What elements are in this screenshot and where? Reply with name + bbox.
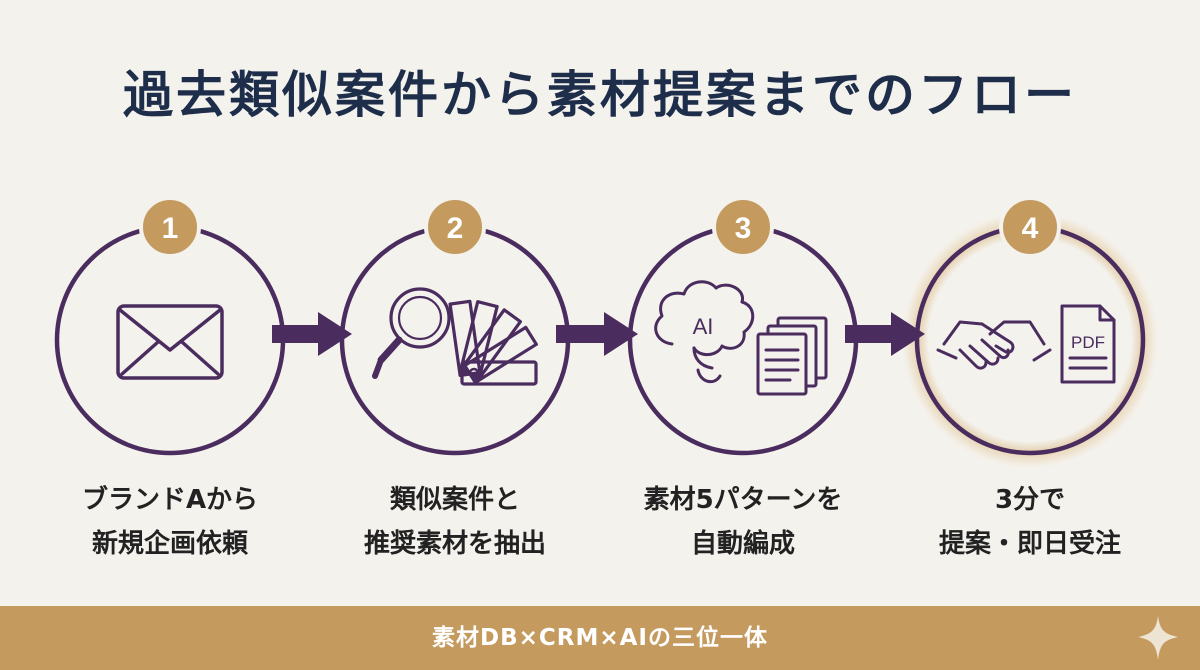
step-1-line-2: 新規企画依頼 <box>91 529 248 559</box>
step-3-line-2: 自動編成 <box>690 529 795 559</box>
arrow-2-3 <box>556 312 638 356</box>
step-badge-2: 2 <box>424 196 486 258</box>
step-badge-4: 4 <box>999 196 1061 258</box>
step-number-1: 1 <box>162 212 179 245</box>
step-4-line-1: 3分で <box>994 485 1066 515</box>
handshake-pdf-icon: PDF <box>936 304 1116 384</box>
step-number-3: 3 <box>735 212 752 245</box>
step-number-2: 2 <box>447 212 464 245</box>
ai-brain-documents-icon: AI <box>654 280 828 396</box>
step-label-2: 類似案件と 推奨素材を抽出 <box>315 478 595 566</box>
step-circle-1 <box>54 224 286 456</box>
step-badge-1: 1 <box>139 196 201 258</box>
arrow-1-2 <box>272 312 352 356</box>
step-number-4: 4 <box>1022 212 1039 245</box>
step-4-line-2: 提案・即日受注 <box>938 529 1121 559</box>
highlight-glow <box>900 210 1160 470</box>
step-label-4: 3分で 提案・即日受注 <box>890 478 1170 566</box>
footer-text: 素材DB×CRM×AIの三位一体 <box>431 625 768 651</box>
arrow-3-4 <box>845 312 925 356</box>
step-label-3: 素材5パターンを 自動編成 <box>603 478 883 566</box>
pdf-label: PDF <box>1071 333 1105 352</box>
step-2-line-1: 類似案件と <box>389 485 520 515</box>
step-1-line-1: ブランドAから <box>81 485 259 515</box>
step-badge-3: 3 <box>712 196 774 258</box>
magnifier-swatch-icon <box>372 287 538 386</box>
step-2-line-2: 推奨素材を抽出 <box>363 529 546 559</box>
footer-banner: 素材DB×CRM×AIの三位一体 <box>0 606 1200 670</box>
ai-label: AI <box>693 314 714 339</box>
sparkle-icon <box>1138 616 1178 660</box>
step-3-line-1: 素材5パターンを <box>643 485 843 515</box>
flow-diagram: 1 2 3 4 <box>54 196 1160 470</box>
step-label-1: ブランドAから 新規企画依頼 <box>30 478 310 566</box>
envelope-icon <box>116 304 224 380</box>
page-title: 過去類似案件から素材提案までのフロー <box>123 66 1077 124</box>
